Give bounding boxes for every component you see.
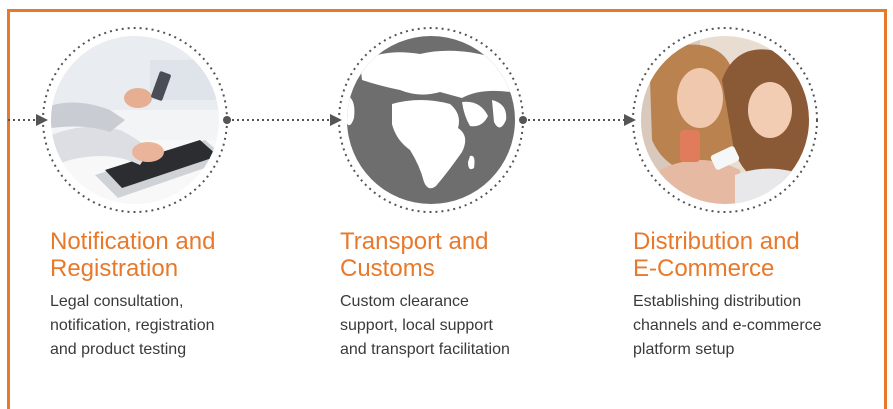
step-title: Notification and Registration [50,228,216,282]
step-distribution-ecommerce: Distribution and E-Commerce Establishing… [633,228,893,362]
orange-frame [7,9,887,409]
step-description: Custom clearance support, local support … [340,293,510,358]
connector-2-3 [519,114,636,126]
connector-1-2 [223,114,342,126]
laptop-phone-photo [42,27,228,213]
globe-icon [338,27,524,213]
process-flow [8,27,818,213]
shopping-women-photo [632,27,818,213]
step-description: Establishing distribution channels and e… [633,293,822,358]
step-description: Legal consultation, notification, regist… [50,293,215,358]
step-title: Transport and Customs [340,228,489,282]
step-notification-registration: Notification and Registration Legal cons… [50,228,310,362]
step-transport-customs: Transport and Customs Custom clearance s… [340,228,600,362]
step-title: Distribution and E-Commerce [633,228,800,282]
